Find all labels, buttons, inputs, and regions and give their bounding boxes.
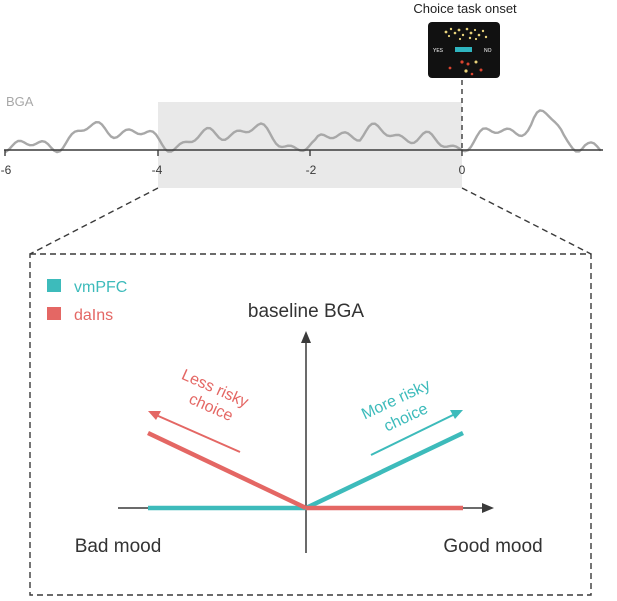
x-axis-right-label: Good mood [443, 536, 542, 557]
legend-label-vmpfc: vmPFC [74, 279, 127, 296]
tick-label-minus4: -4 [152, 163, 163, 177]
y-axis-label: baseline BGA [248, 301, 365, 322]
onset-title: Choice task onset [413, 1, 517, 16]
bga-trace [4, 109, 602, 154]
legend: vmPFC daIns [47, 279, 127, 324]
task-screen-dots-bottom [448, 60, 483, 76]
tick-label-minus6: -6 [1, 163, 12, 177]
tick-label-minus2: -2 [306, 163, 317, 177]
task-screen-dots-top [444, 27, 488, 41]
x-axis-left-label: Bad mood [75, 536, 162, 557]
more-risky-arrowhead [450, 410, 463, 419]
legend-swatch-dains [47, 307, 61, 320]
diagram-frame [29, 253, 592, 596]
less-risky-arrow [155, 414, 241, 453]
task-choice-bar [455, 47, 472, 52]
zoom-line-right [461, 187, 592, 255]
vmpfc-line-good-mood [305, 430, 464, 511]
legend-swatch-vmpfc [47, 279, 61, 292]
less-risky-arrowhead [148, 411, 161, 420]
legend-label-dains: daIns [74, 307, 113, 324]
task-screen: YES NO [428, 22, 500, 78]
more-risky-arrow [370, 413, 456, 456]
dains-line-bad-mood [147, 430, 307, 511]
bga-label: BGA [6, 94, 34, 109]
task-no-label: NO [484, 48, 492, 54]
time-ticks: -6 -4 -2 0 [1, 150, 466, 177]
task-yes-label: YES [433, 48, 444, 54]
tick-label-zero: 0 [459, 163, 466, 177]
x-axis-arrowhead [482, 503, 494, 513]
zoom-line-left [29, 187, 159, 255]
y-axis-arrowhead [301, 331, 311, 343]
